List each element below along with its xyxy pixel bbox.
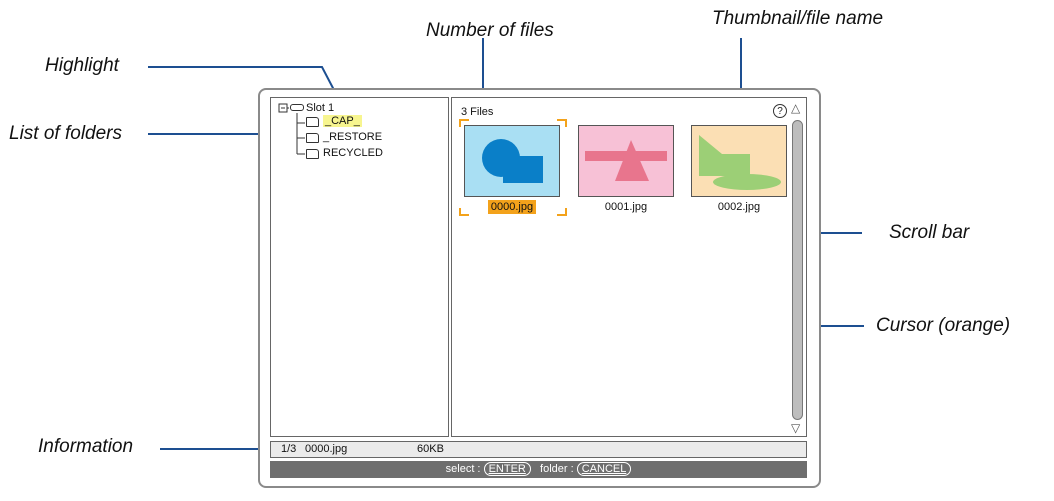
information-bar: 1/3 0000.jpg 60KB	[270, 441, 807, 458]
folder-item-restore[interactable]: _RESTORE	[306, 131, 396, 145]
callout-highlight: Highlight	[45, 55, 119, 76]
key-hint-bar: select : ENTER folder : CANCEL	[270, 461, 807, 478]
cursor-corner-top-right	[557, 119, 567, 127]
folder-hint-label: folder :	[540, 463, 574, 475]
folder-tree-lines	[278, 103, 305, 155]
file-name-1[interactable]: 0001.jpg	[604, 201, 648, 213]
folder-label-recycled: RECYCLED	[323, 147, 383, 159]
thumbnail-image	[585, 140, 667, 181]
select-hint-label: select :	[445, 463, 481, 475]
folder-item-recycled[interactable]: RECYCLED	[306, 147, 396, 161]
folder-icon	[306, 149, 319, 159]
file-count-label: 3 Files	[461, 106, 494, 118]
callout-thumbnail-file-name: Thumbnail/file name	[712, 8, 884, 29]
thumbnail-image	[482, 139, 543, 183]
folder-item-cap[interactable]: _CAP_	[306, 115, 376, 129]
enter-key-button[interactable]: ENTER	[483, 462, 531, 476]
file-name-0[interactable]: 0000.jpg	[464, 200, 560, 214]
folder-icon	[306, 133, 319, 143]
callout-information: Information	[38, 436, 134, 457]
folder-label-restore: _RESTORE	[323, 131, 383, 143]
scroll-down-arrow-icon[interactable]: ▽	[791, 421, 801, 435]
cancel-key-button[interactable]: CANCEL	[576, 462, 632, 476]
thumbnail-file-0[interactable]	[464, 125, 560, 197]
thumbnail-file-2[interactable]	[691, 125, 787, 197]
folder-tree-root[interactable]: Slot 1	[306, 102, 335, 114]
info-file-size: 60KB	[417, 443, 444, 455]
info-position: 1/3	[281, 443, 297, 455]
scroll-up-arrow-icon[interactable]: △	[791, 101, 801, 115]
callout-scroll-bar: Scroll bar	[889, 222, 970, 243]
help-icon[interactable]: ?	[773, 104, 787, 118]
callout-cursor: Cursor (orange)	[876, 315, 1011, 336]
folder-open-icon	[306, 117, 319, 127]
cursor-corner-bottom-left	[459, 208, 469, 216]
thumbnail-image	[699, 135, 781, 190]
folder-label-cap: _CAP_	[323, 115, 362, 127]
callout-list-of-folders: List of folders	[9, 123, 122, 144]
cursor-corner-top-left	[459, 119, 469, 127]
thumbnail-file-1[interactable]	[578, 125, 674, 197]
callout-number-of-files: Number of files	[426, 20, 554, 41]
drive-icon	[290, 104, 304, 111]
info-file-name: 0000.jpg	[305, 443, 348, 455]
scroll-bar[interactable]	[792, 120, 803, 420]
cursor-corner-bottom-right	[557, 208, 567, 216]
file-name-2[interactable]: 0002.jpg	[717, 201, 761, 213]
